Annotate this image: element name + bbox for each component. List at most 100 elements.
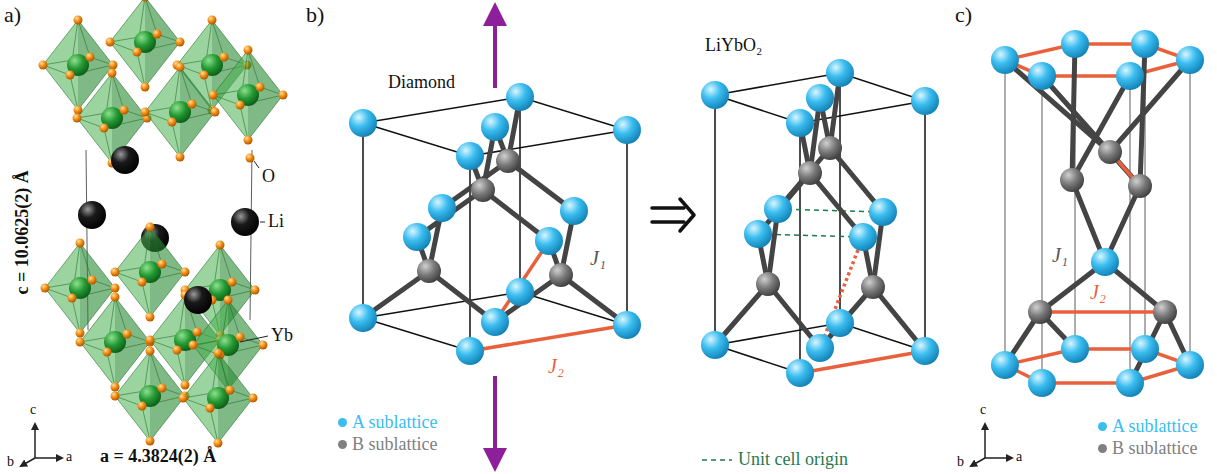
leader-lines	[240, 161, 268, 342]
diamond-cell-edges-part	[626, 130, 628, 325]
exchange-j2-lines-part	[495, 241, 549, 322]
liybo2-a-atoms	[701, 59, 939, 387]
exchange-label: J₁	[1052, 244, 1068, 267]
panel-label: c)	[955, 2, 972, 27]
diamond-a-atoms-part	[613, 311, 641, 339]
diamond-a-atoms-part	[349, 109, 377, 137]
diamond-b-atoms-part	[549, 263, 573, 287]
diamond-cell-edges-part	[362, 123, 364, 318]
diamond-a-atoms-part	[481, 308, 509, 336]
liybo2-a-atoms-part	[701, 81, 729, 109]
hex-verticals-part	[1042, 76, 1043, 383]
liybo2-a-atoms-part	[826, 59, 854, 87]
legend-text: B sublattice	[352, 434, 437, 455]
liybo2-a-atoms-part	[806, 334, 834, 362]
chain-bonds-part	[1005, 60, 1110, 152]
diamond-a-atoms-part	[403, 223, 431, 251]
octahedra-layer-top-part	[209, 46, 288, 145]
chain-b-atoms	[1028, 140, 1177, 324]
octahedra-layer-bottom-part	[179, 349, 258, 448]
liybo2-cell-edges-part	[714, 95, 716, 345]
lithium-atoms	[78, 146, 259, 252]
hex-verticals	[1005, 44, 1190, 383]
unit-cell-origin-lines-part	[778, 209, 883, 212]
legend-swatch	[1098, 422, 1107, 431]
liybo2-a-atoms-part	[826, 309, 854, 337]
liybo2-b-atoms	[756, 136, 885, 299]
strain-arrows	[493, 14, 497, 460]
chain-b-atoms-part	[1028, 300, 1052, 324]
axes-a-part	[35, 457, 62, 459]
hex-rings	[1005, 44, 1190, 383]
chain-a-atoms-part	[991, 351, 1019, 379]
diamond-a-atoms-part	[560, 197, 588, 225]
axis-label: c	[980, 402, 986, 418]
liybo2-cell-edges-part	[799, 123, 801, 373]
chain-a-atoms-part	[991, 46, 1019, 74]
strain-arrows-part	[493, 376, 497, 460]
legend-text: Unit cell origin	[738, 449, 848, 470]
atom-label: Li	[268, 211, 284, 232]
chain-j2-lines-part	[1040, 310, 1165, 314]
diamond-cell-edges	[363, 97, 627, 351]
diamond-b-atoms	[417, 149, 573, 287]
legend-text: B sublattice	[1112, 438, 1197, 459]
exchange-label: J₁	[590, 247, 606, 270]
legend-entry: A sublattice	[338, 412, 437, 433]
chain-a-atoms-part	[1061, 335, 1089, 363]
diamond-a-atoms-part	[456, 337, 484, 365]
chain-bonds	[1005, 44, 1190, 383]
liybo2-a-atoms-part	[744, 220, 772, 248]
chain-b-atoms-part	[1128, 174, 1152, 198]
chain-a-atoms-part	[1028, 62, 1056, 90]
chain-b-atoms-part	[1060, 168, 1084, 192]
axes-a-part	[21, 458, 35, 466]
lithium-atom	[184, 286, 212, 314]
atom-label: O	[262, 166, 275, 187]
chain-a-atoms-part	[1091, 248, 1119, 276]
diamond-a-atoms	[349, 83, 641, 365]
diamond-cell-edges-part	[363, 292, 627, 351]
axes-a-part	[34, 424, 36, 458]
liybo2-bonds	[715, 73, 925, 351]
hex-verticals-part	[1005, 60, 1006, 365]
diamond-b-atoms-part	[417, 259, 441, 283]
lithium-atoms-part	[111, 146, 139, 174]
chain-a-atoms	[991, 30, 1204, 397]
axes-c-part	[985, 457, 1012, 459]
lithium-atoms-part	[78, 201, 106, 229]
liybo2-j2-lines	[800, 237, 925, 373]
oxygen-atom	[246, 154, 255, 163]
chain-a-atoms-part	[1131, 335, 1159, 363]
liybo2-a-atoms-part	[764, 195, 792, 223]
liybo2-cell-edges-part	[924, 101, 926, 351]
axis-label: b	[957, 454, 964, 470]
liybo2-b-atoms-part	[756, 272, 780, 296]
axes-c-part	[984, 424, 986, 458]
liybo2-cell-edges-part	[715, 323, 925, 373]
structure-label: LiYbO₂	[705, 35, 762, 56]
liybo2-cell-edges	[715, 73, 925, 373]
leader-lines-part	[254, 161, 259, 168]
exchange-j2-lines	[470, 241, 627, 351]
legend-dashed-sample	[702, 459, 732, 461]
octahedra-layer-top-part	[73, 69, 152, 168]
liybo2-a-atoms-part	[701, 331, 729, 359]
chain-bonds-part	[1110, 60, 1190, 152]
panel-label: a)	[4, 2, 21, 27]
octahedra-layer-bottom	[41, 223, 268, 448]
liybo2-b-atoms-part	[818, 136, 842, 160]
diamond-a-atoms-part	[456, 142, 484, 170]
axis-label: b	[7, 454, 14, 470]
diamond-a-atoms-part	[506, 83, 534, 111]
octahedra-layer-top-part	[141, 63, 220, 162]
diamond-a-atoms-part	[506, 278, 534, 306]
legend-entry: Unit cell origin	[738, 449, 848, 470]
diamond-a-atoms-part	[613, 116, 641, 144]
liybo2-a-atoms-part	[849, 223, 877, 251]
legend-entry: B sublattice	[1098, 438, 1197, 459]
strain-arrows-part	[493, 14, 497, 88]
liybo2-a-atoms-part	[786, 359, 814, 387]
